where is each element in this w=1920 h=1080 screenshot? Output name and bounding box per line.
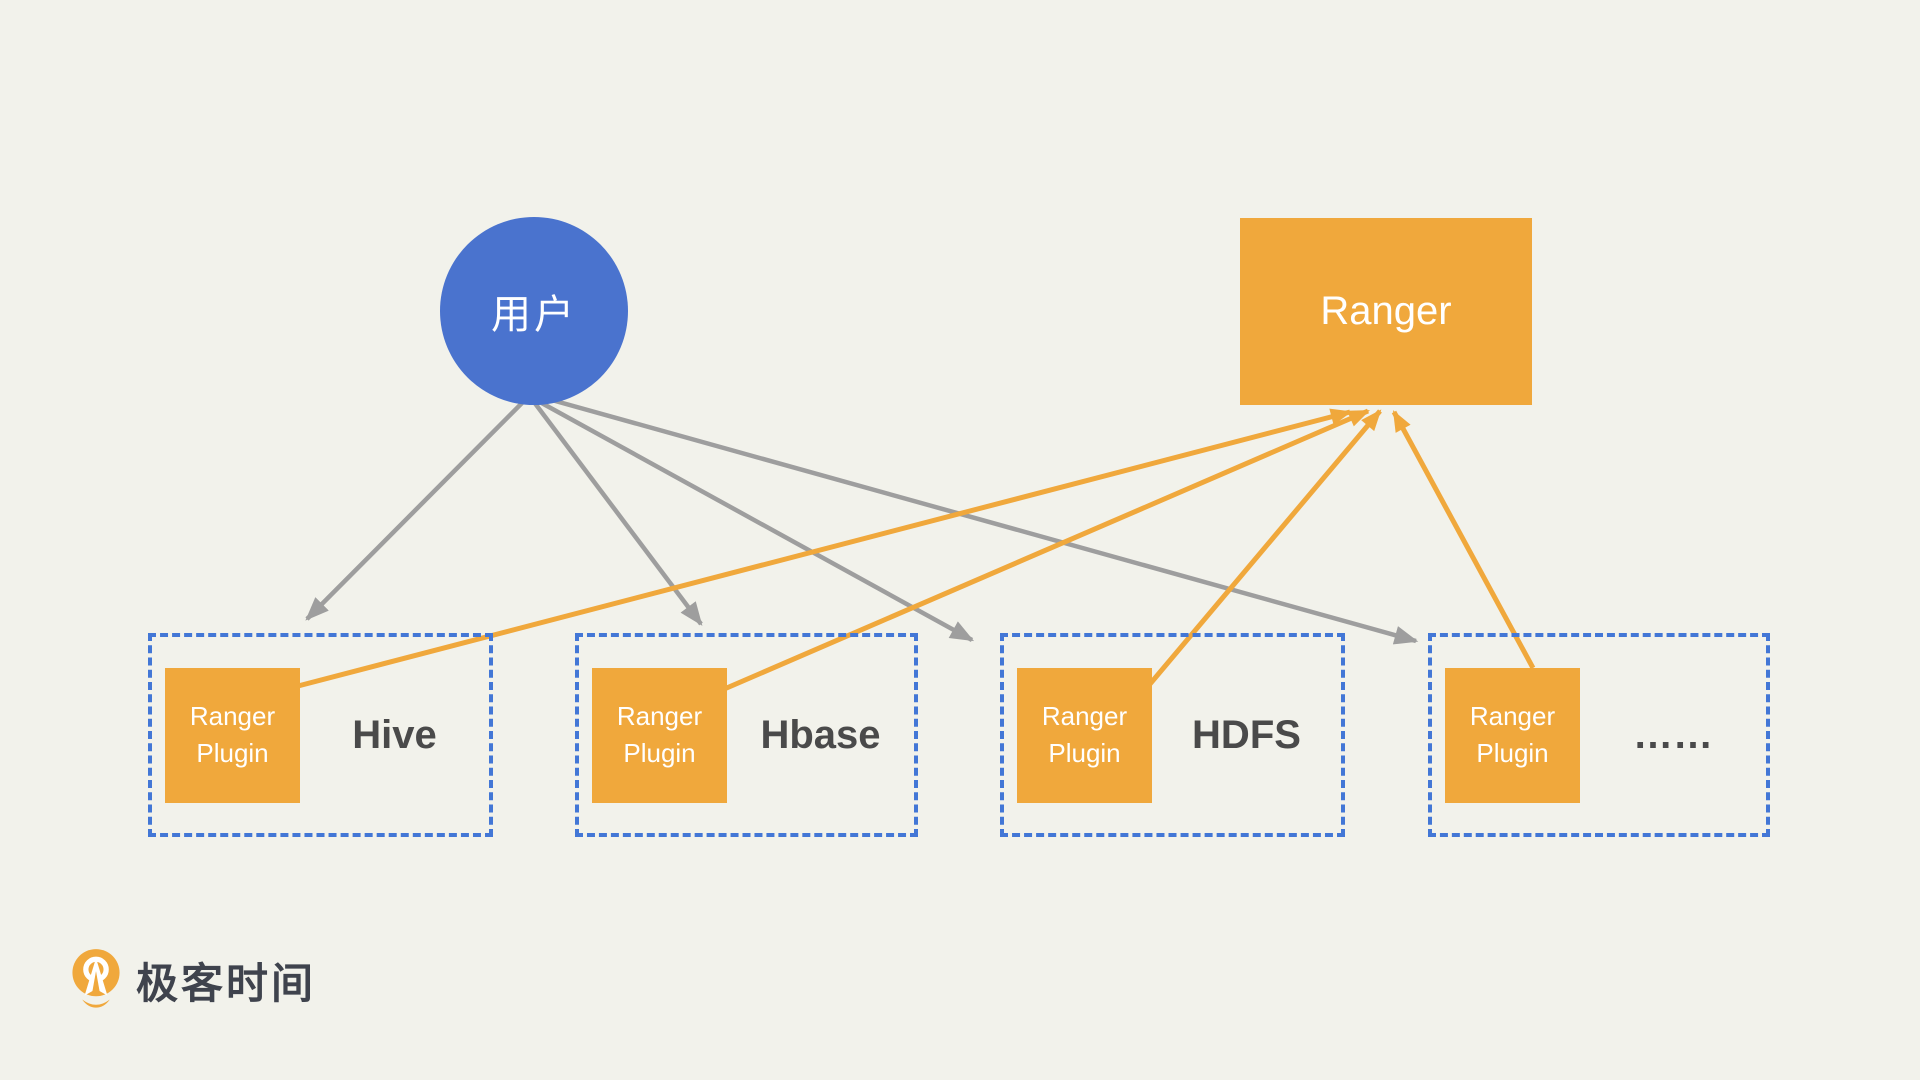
- user-to-more-arrow: [540, 394, 1419, 645]
- service-box-hdfs: Ranger Plugin HDFS: [1000, 633, 1345, 837]
- user-node: 用户: [440, 217, 628, 405]
- ranger-plugin-label: Ranger Plugin: [616, 701, 703, 768]
- hbase-plugin-to-ranger-arrow: [721, 408, 1370, 693]
- hive-plugin-to-ranger-arrow: [297, 408, 1353, 689]
- service-name-label: Hbase: [760, 712, 881, 757]
- service-name-label: HDFS: [1192, 712, 1301, 757]
- service-name-label: ……: [1633, 712, 1713, 757]
- user-node-label: 用户: [491, 293, 577, 337]
- ranger-plugin-box: Ranger Plugin: [1017, 667, 1152, 803]
- ranger-node-label: Ranger: [1320, 289, 1452, 333]
- ranger-plugin-box: Ranger Plugin: [592, 667, 727, 803]
- user-to-hive-arrow: [305, 396, 529, 621]
- more-plugin-to-ranger-arrow: [1391, 410, 1536, 670]
- geektime-logo-icon: [72, 949, 120, 1008]
- service-box-hive: Ranger Plugin Hive: [148, 633, 493, 837]
- hdfs-plugin-to-ranger-arrow: [1148, 409, 1382, 686]
- logo-text: 极客时间: [136, 959, 317, 1007]
- service-name-label: Hive: [352, 712, 437, 757]
- ranger-node: Ranger: [1240, 218, 1532, 405]
- ranger-plugin-box: Ranger Plugin: [1445, 667, 1580, 803]
- service-box-more: Ranger Plugin ……: [1428, 633, 1770, 837]
- ranger-plugin-label: Ranger Plugin: [189, 701, 276, 768]
- ranger-plugin-label: Ranger Plugin: [1041, 701, 1128, 768]
- user-to-hdfs-arrow: [536, 399, 975, 642]
- ranger-plugin-label: Ranger Plugin: [1469, 701, 1556, 768]
- geektime-logo: 极客时间: [70, 948, 316, 1012]
- ranger-plugin-box: Ranger Plugin: [165, 667, 300, 803]
- service-box-hbase: Ranger Plugin Hbase: [575, 633, 918, 837]
